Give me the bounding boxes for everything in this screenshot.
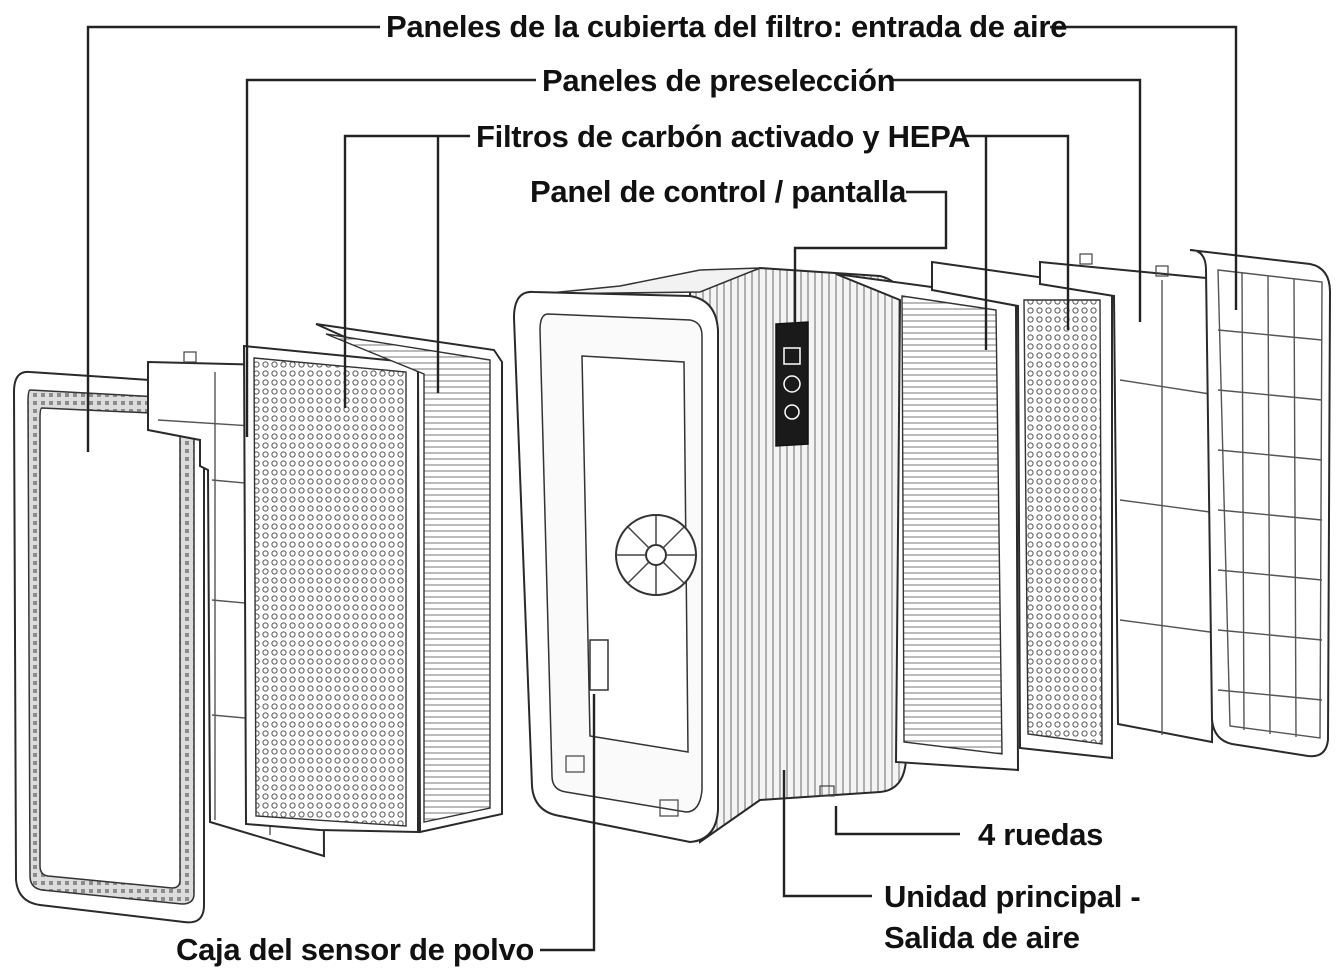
label-dust-sensor-box: Caja del sensor de polvo xyxy=(176,932,534,967)
leader-line-wheels xyxy=(834,806,960,836)
main-unit xyxy=(512,266,907,844)
right-hepa-filter xyxy=(835,273,1020,772)
mode-button-icon xyxy=(783,375,801,393)
label-wheels: 4 ruedas xyxy=(978,817,1103,852)
label-control-panel: Panel de control / pantalla xyxy=(530,174,907,209)
left-carbon-filter xyxy=(242,344,419,834)
left-hepa-filter xyxy=(315,323,503,834)
leader-line-control-panel xyxy=(793,190,948,322)
control-panel-display xyxy=(775,321,809,447)
fan-icon xyxy=(615,514,697,596)
left-cover-panel xyxy=(12,370,213,924)
wheel xyxy=(659,799,679,817)
leader-line-cover-panels xyxy=(86,25,1238,452)
power-button-icon xyxy=(784,404,800,420)
label-main-unit-line1: Unidad principal - xyxy=(884,879,1140,914)
label-cover-panels: Paneles de la cubierta del filtro: entra… xyxy=(386,9,1067,44)
label-main-unit-line2: Salida de aire xyxy=(884,920,1080,955)
leader-line-dust-sensor xyxy=(540,694,596,952)
right-carbon-filter xyxy=(931,260,1113,760)
wheel xyxy=(819,785,835,797)
wheel xyxy=(565,755,585,773)
leader-line-carbon-hepa xyxy=(343,134,1070,408)
leader-lines xyxy=(86,25,1238,952)
display-icon xyxy=(783,347,801,365)
dust-sensor-box xyxy=(589,639,609,691)
leader-line-main-unit xyxy=(782,770,872,898)
label-carbon-hepa-filters: Filtros de carbón activado y HEPA xyxy=(476,119,970,154)
leader-line-prefilter-panels xyxy=(245,78,1142,437)
right-cover-panel xyxy=(1189,249,1332,758)
label-prefilter-panels: Paneles de preselección xyxy=(542,63,895,98)
